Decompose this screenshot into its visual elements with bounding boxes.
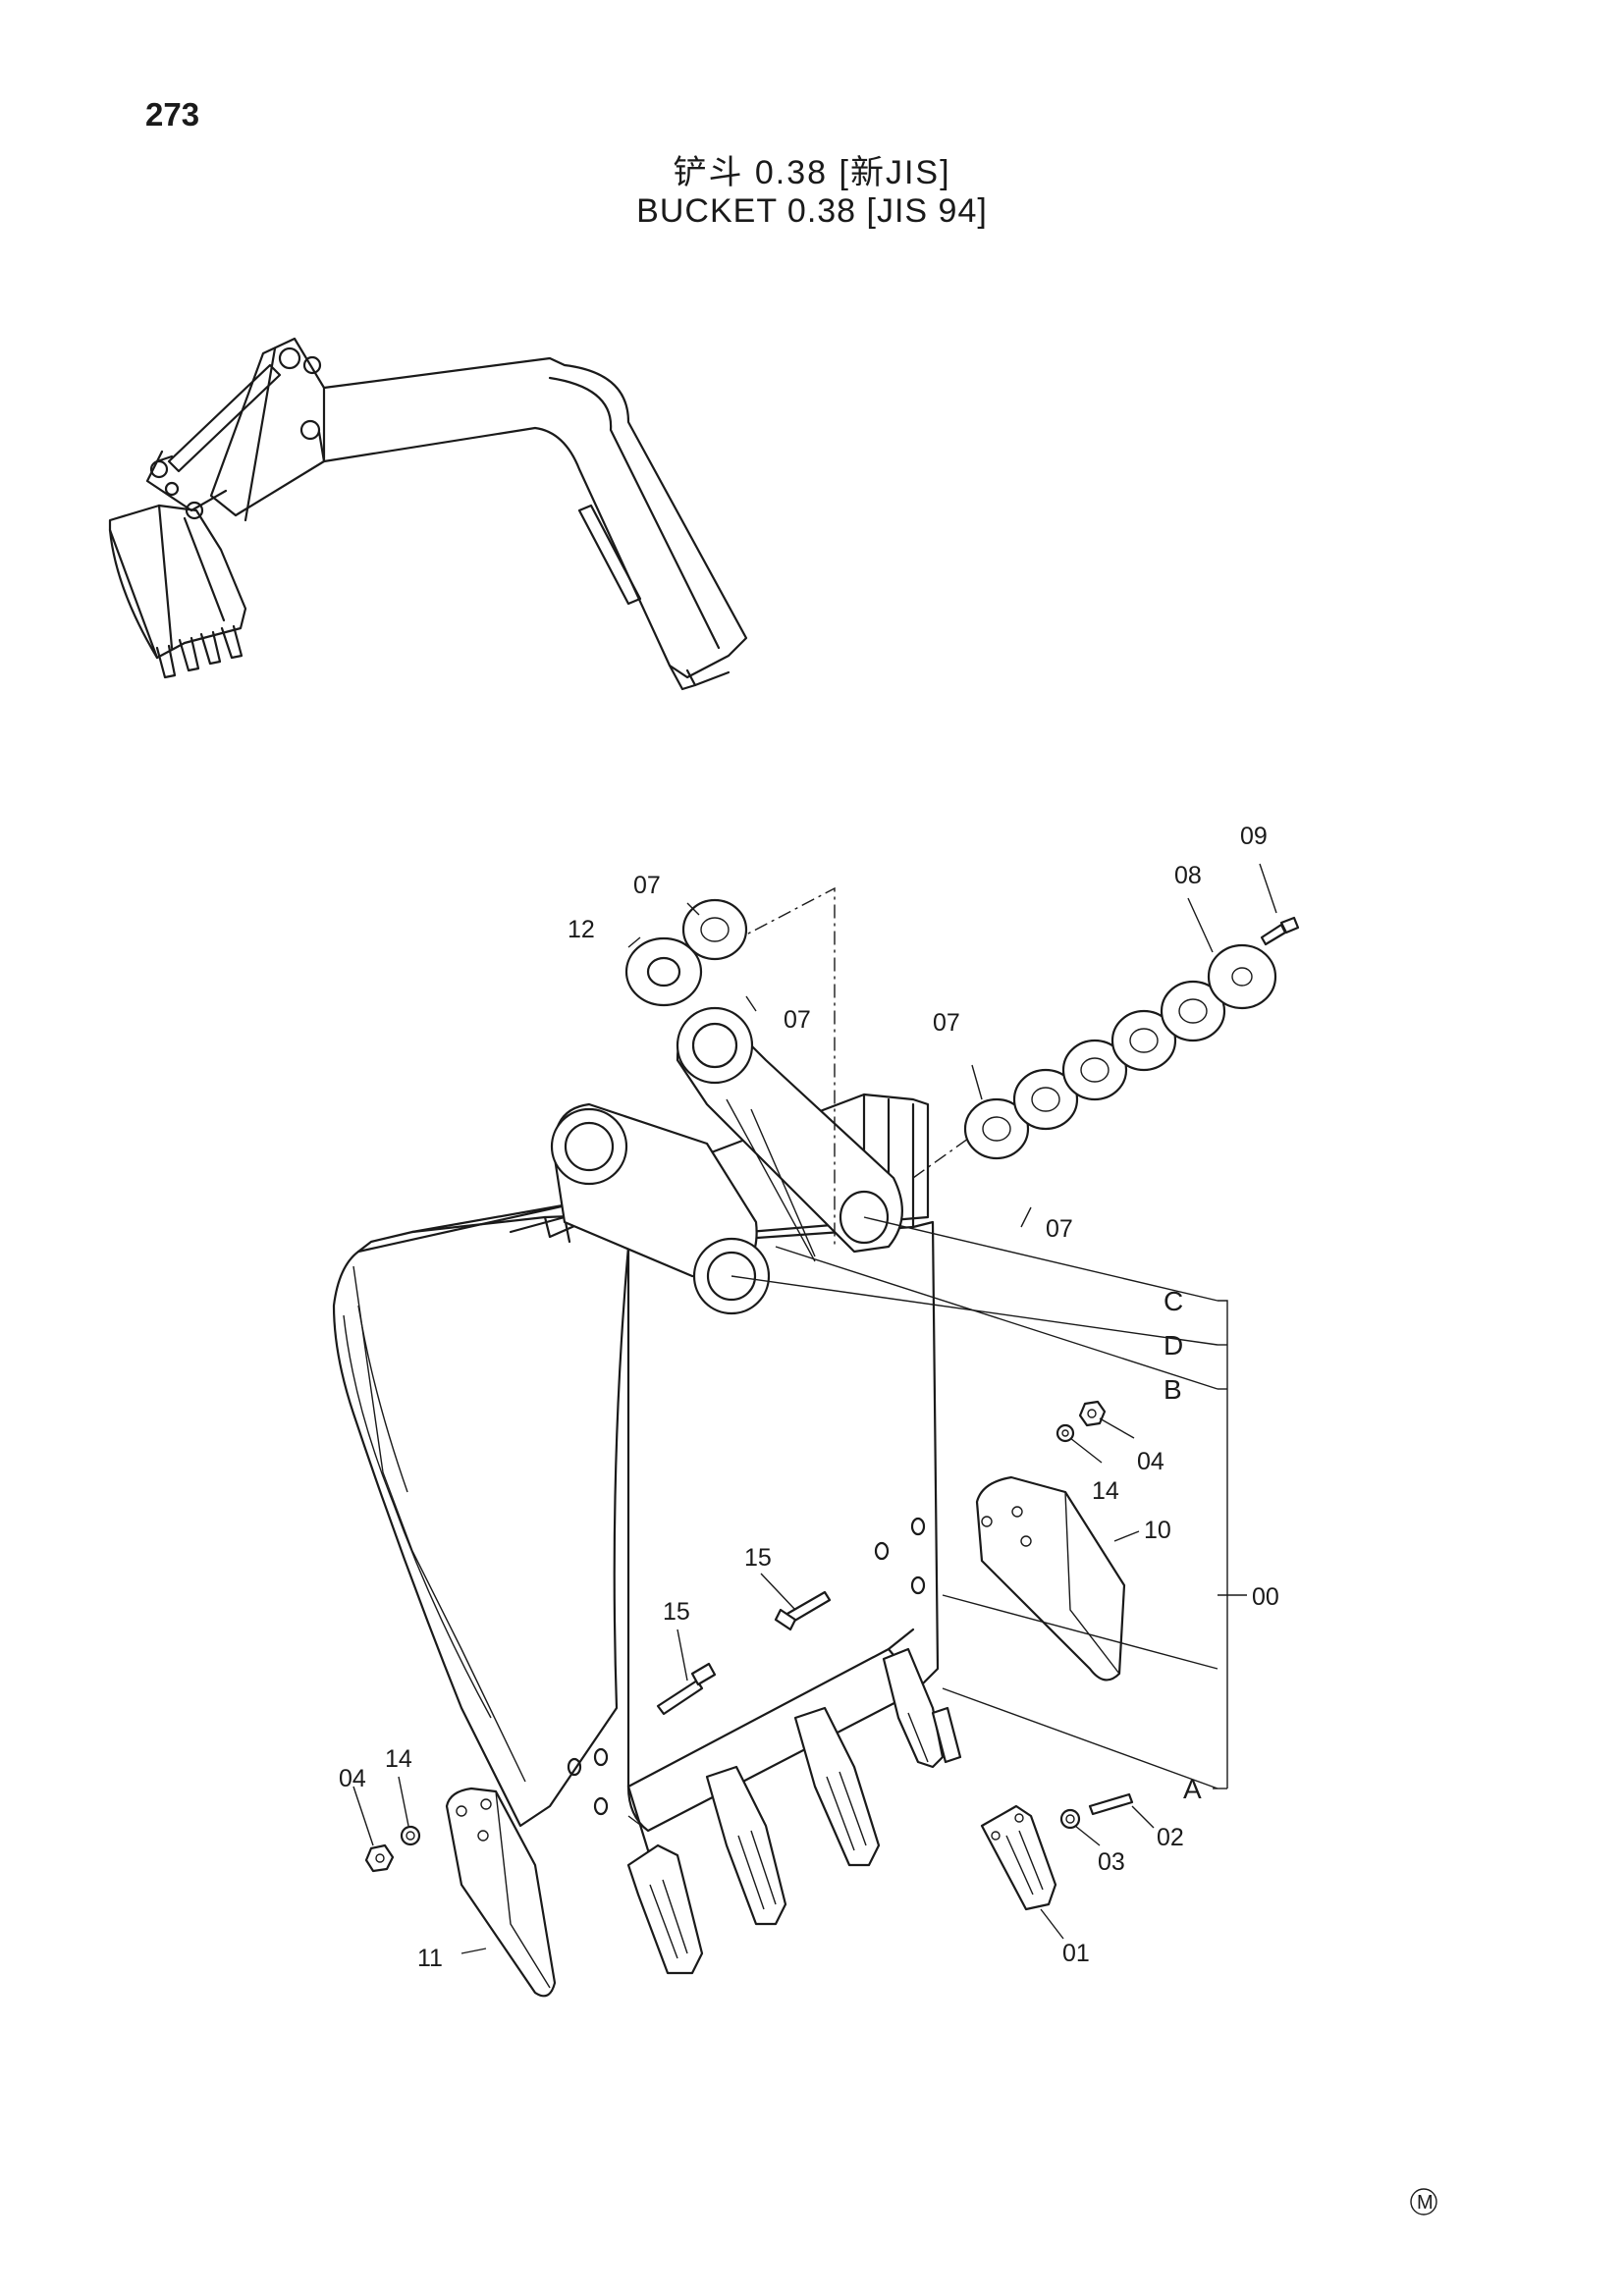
callout-labels: 07 12 07 07 07 08 09 04 14 10 00 15 15 0… (339, 823, 1279, 1972)
leader-lines (352, 863, 1277, 1954)
bolts-15 (656, 1590, 832, 1716)
connection-c: C (1164, 1286, 1183, 1316)
callout-00: 00 (1252, 1583, 1279, 1611)
bucket-teeth (626, 1647, 1134, 1975)
callout-07-mid: 07 (784, 1006, 811, 1034)
side-cutter-right (942, 1400, 1218, 1789)
bucket-assembly (332, 886, 1228, 1862)
callout-03: 03 (1098, 1848, 1125, 1876)
connection-a: A (1183, 1774, 1202, 1804)
callout-02: 02 (1157, 1824, 1184, 1851)
callout-14-left: 14 (385, 1745, 412, 1773)
callout-01: 01 (1062, 1940, 1090, 1967)
callout-07-bottom: 07 (1046, 1215, 1073, 1243)
page-number: 273 (145, 96, 200, 133)
callout-10: 10 (1144, 1517, 1171, 1544)
callout-04-right: 04 (1137, 1448, 1164, 1475)
callout-07-top: 07 (633, 872, 661, 899)
side-cutter-left (364, 1787, 557, 1998)
callout-11: 11 (417, 1945, 443, 1972)
callout-08: 08 (1174, 862, 1202, 889)
callout-09: 09 (1240, 823, 1268, 850)
callout-04-left: 04 (339, 1765, 366, 1792)
callout-14-right: 14 (1092, 1477, 1119, 1505)
corner-mark-letter: M (1417, 2192, 1434, 2214)
callout-15-left: 15 (663, 1598, 690, 1626)
connection-d: D (1164, 1330, 1183, 1361)
excavator-arm-illustration (108, 337, 748, 691)
callout-12: 12 (568, 916, 595, 943)
shim-stack (624, 898, 1300, 1160)
connection-b: B (1164, 1374, 1182, 1405)
callout-07-right: 07 (933, 1009, 960, 1037)
title-chinese: 铲斗 0.38 [新JIS] (673, 154, 951, 191)
corner-mark: M (1410, 2188, 1437, 2216)
title-english: BUCKET 0.38 [JIS 94] (636, 192, 988, 230)
callout-15-right: 15 (744, 1544, 772, 1572)
